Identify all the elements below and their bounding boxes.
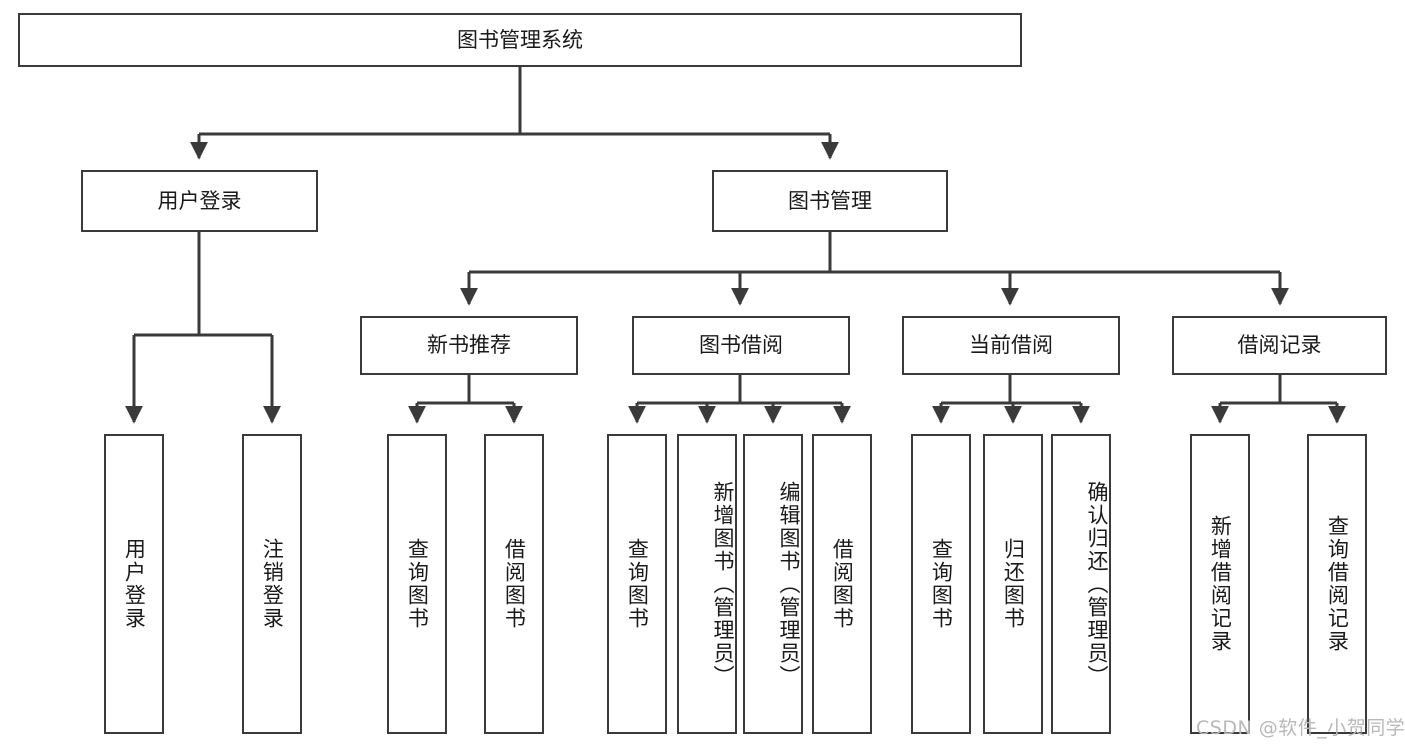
node-leaf-return-book[interactable]: 归还图书: [983, 434, 1043, 734]
node-new-book-recommend[interactable]: 新书推荐: [360, 316, 578, 375]
node-leaf-query-borrow-record[interactable]: 查询借阅记录: [1307, 434, 1367, 734]
node-book-management[interactable]: 图书管理: [712, 170, 948, 232]
node-leaf-confirm-return-admin[interactable]: 确认归还（管理员）: [1051, 434, 1111, 734]
node-root-system[interactable]: 图书管理系统: [18, 13, 1022, 67]
node-borrow-record[interactable]: 借阅记录: [1172, 316, 1387, 375]
node-leaf-borrow-book-recommend[interactable]: 借阅图书: [484, 434, 544, 734]
node-leaf-user-logout[interactable]: 注销登录: [242, 434, 302, 734]
node-leaf-query-book-current[interactable]: 查询图书: [911, 434, 971, 734]
csdn-watermark: CSDN @软件_小贺同学: [1196, 717, 1405, 739]
node-leaf-borrow-book[interactable]: 借阅图书: [812, 434, 872, 734]
node-leaf-add-borrow-record[interactable]: 新增借阅记录: [1190, 434, 1250, 734]
node-user-login[interactable]: 用户登录: [81, 170, 318, 232]
node-leaf-user-login[interactable]: 用户登录: [104, 434, 164, 734]
node-leaf-add-book-admin[interactable]: 新增图书（管理员）: [677, 434, 737, 734]
node-current-borrow[interactable]: 当前借阅: [902, 316, 1120, 375]
node-leaf-edit-book-admin[interactable]: 编辑图书（管理员）: [743, 434, 803, 734]
node-leaf-query-book-recommend[interactable]: 查询图书: [387, 434, 447, 734]
node-book-borrow[interactable]: 图书借阅: [632, 316, 850, 375]
node-leaf-query-book-borrow[interactable]: 查询图书: [607, 434, 667, 734]
